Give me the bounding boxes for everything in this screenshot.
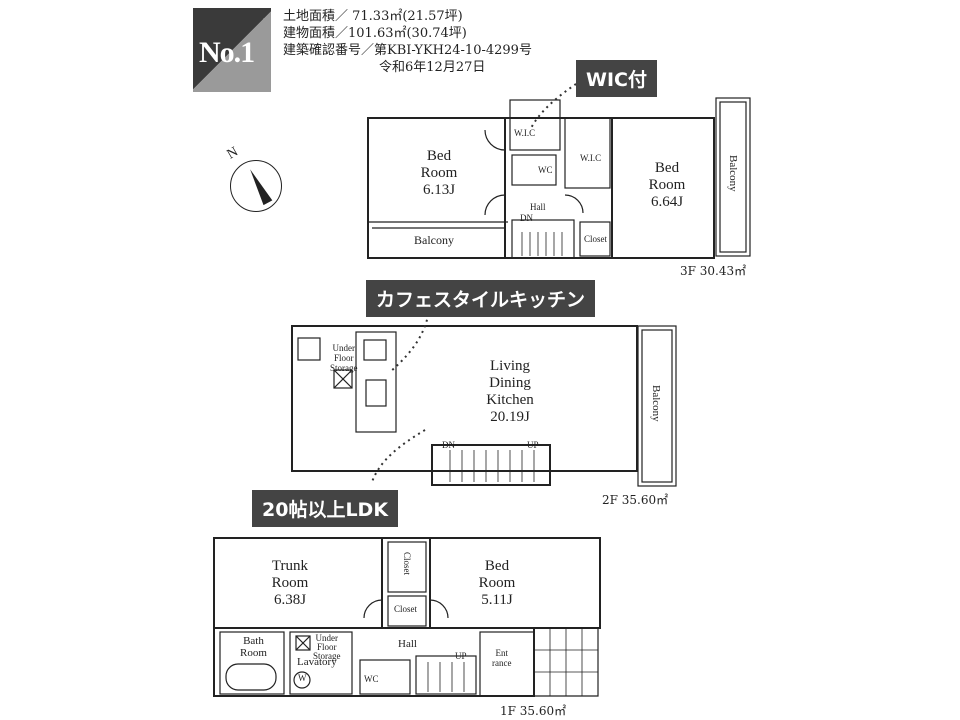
floor-area-2f: 2F 35.60㎡ xyxy=(602,493,669,507)
washer-1f: W xyxy=(298,673,307,683)
callout-wic: WIC付 xyxy=(576,60,657,97)
property-info: 土地面積／ 71.33㎡(21.57坪) 建物面積／101.63㎡(30.74坪… xyxy=(283,8,532,76)
floor-area-1f: 1F 35.60㎡ xyxy=(500,704,567,718)
closet-3f: Closet xyxy=(584,234,608,244)
wic-3f-2: W.I.C xyxy=(580,153,602,163)
wc-3f: WC xyxy=(538,165,553,175)
stairs-dn-3f: DN xyxy=(520,213,533,223)
building-area: 建物面積／101.63㎡(30.74坪) xyxy=(283,26,467,41)
closet-1f: Closet xyxy=(394,604,418,614)
hall-3f: Hall xyxy=(530,202,546,212)
permit-number: 建築確認番号／第KBI-YKH24-10-4299号 xyxy=(283,43,532,58)
lavatory-1f: Lavatory xyxy=(297,656,337,668)
callout-ldk: 20帖以上LDK xyxy=(252,490,399,527)
hall-1f: Hall xyxy=(398,638,417,650)
callout-cafe-kitchen: カフェスタイルキッチン xyxy=(366,280,596,317)
wic-3f-1: W.I.C xyxy=(514,128,536,138)
north-arrow-icon xyxy=(245,166,273,206)
compass xyxy=(230,160,282,212)
balcony-3f-bottom: Balcony xyxy=(414,233,454,247)
stairs-up-1f: UP xyxy=(455,651,467,661)
stairs-up-2f: UP xyxy=(527,440,539,450)
closet-1f-vertical: Closet xyxy=(402,552,412,576)
plan-number: No.1 xyxy=(199,36,255,69)
balcony-2f: Balcony xyxy=(650,385,662,422)
land-area: 土地面積／ 71.33㎡(21.57坪) xyxy=(283,9,463,24)
floor-area-3f: 3F 30.43㎡ xyxy=(680,264,747,278)
stairs-dn-2f: DN xyxy=(442,440,455,450)
plan-number-badge: No.1 xyxy=(193,8,271,92)
permit-date: 令和6年12月27日 xyxy=(379,60,486,75)
wc-1f: WC xyxy=(364,674,379,684)
balcony-3f-side: Balcony xyxy=(727,155,739,192)
